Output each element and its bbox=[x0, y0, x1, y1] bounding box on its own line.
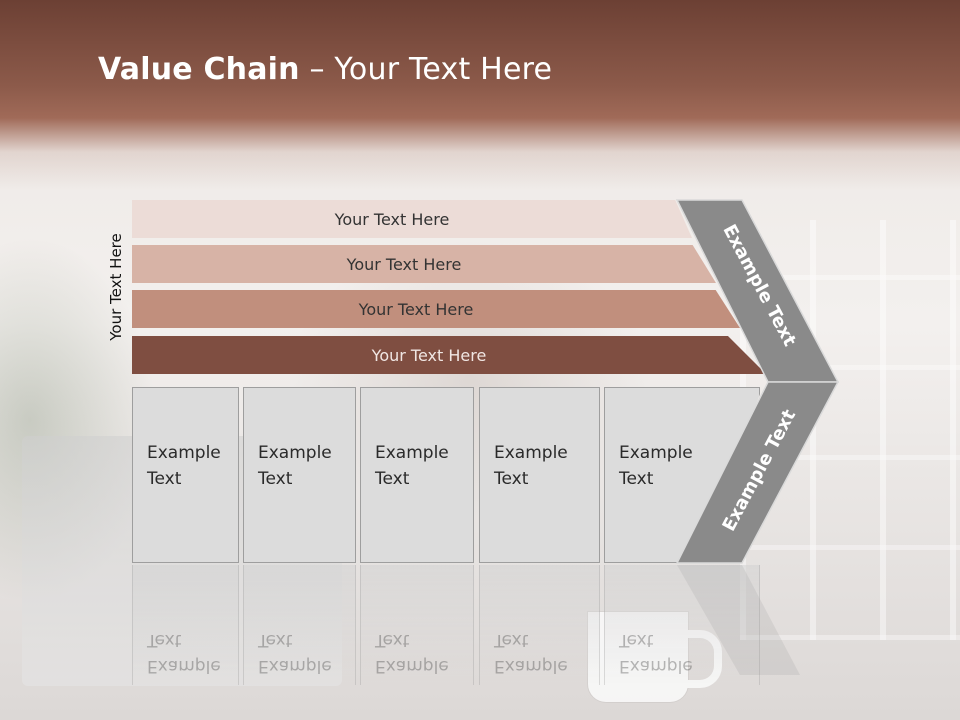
box-4-label: Example Text bbox=[494, 443, 568, 489]
band-4: Your Text Here bbox=[132, 336, 766, 374]
band-2-label: Your Text Here bbox=[346, 254, 462, 274]
box-1-reflection: Example Text bbox=[132, 565, 239, 685]
chevron-reflection bbox=[677, 565, 800, 675]
band-1-label: Your Text Here bbox=[334, 209, 450, 229]
box-3-label: Example Text bbox=[375, 443, 449, 489]
header-band bbox=[0, 0, 960, 190]
title-rest: – Your Text Here bbox=[299, 52, 553, 87]
band-4-label: Your Text Here bbox=[371, 345, 487, 365]
box-3-reflection: Example Text bbox=[360, 565, 474, 685]
band-2: Your Text Here bbox=[132, 245, 716, 283]
band-1: Your Text Here bbox=[132, 200, 692, 238]
box-3: Example Text bbox=[360, 387, 474, 563]
box-2-label: Example Text bbox=[258, 443, 332, 489]
band-3: Your Text Here bbox=[132, 290, 740, 328]
box-4-reflection: Example Text bbox=[479, 565, 600, 685]
box-2: Example Text bbox=[243, 387, 356, 563]
box-5-reflection: Example Text bbox=[604, 565, 760, 685]
band-3-label: Your Text Here bbox=[358, 299, 474, 319]
title-bold: Value Chain bbox=[98, 52, 300, 87]
box-5-label: Example Text bbox=[619, 443, 693, 489]
box-1: Example Text bbox=[132, 387, 239, 563]
box-1-label: Example Text bbox=[147, 443, 221, 489]
chevron-lower bbox=[675, 381, 840, 564]
box-4: Example Text bbox=[479, 387, 600, 563]
box-2-reflection: Example Text bbox=[243, 565, 356, 685]
slide-title: Value Chain – Your Text Here bbox=[98, 52, 552, 87]
